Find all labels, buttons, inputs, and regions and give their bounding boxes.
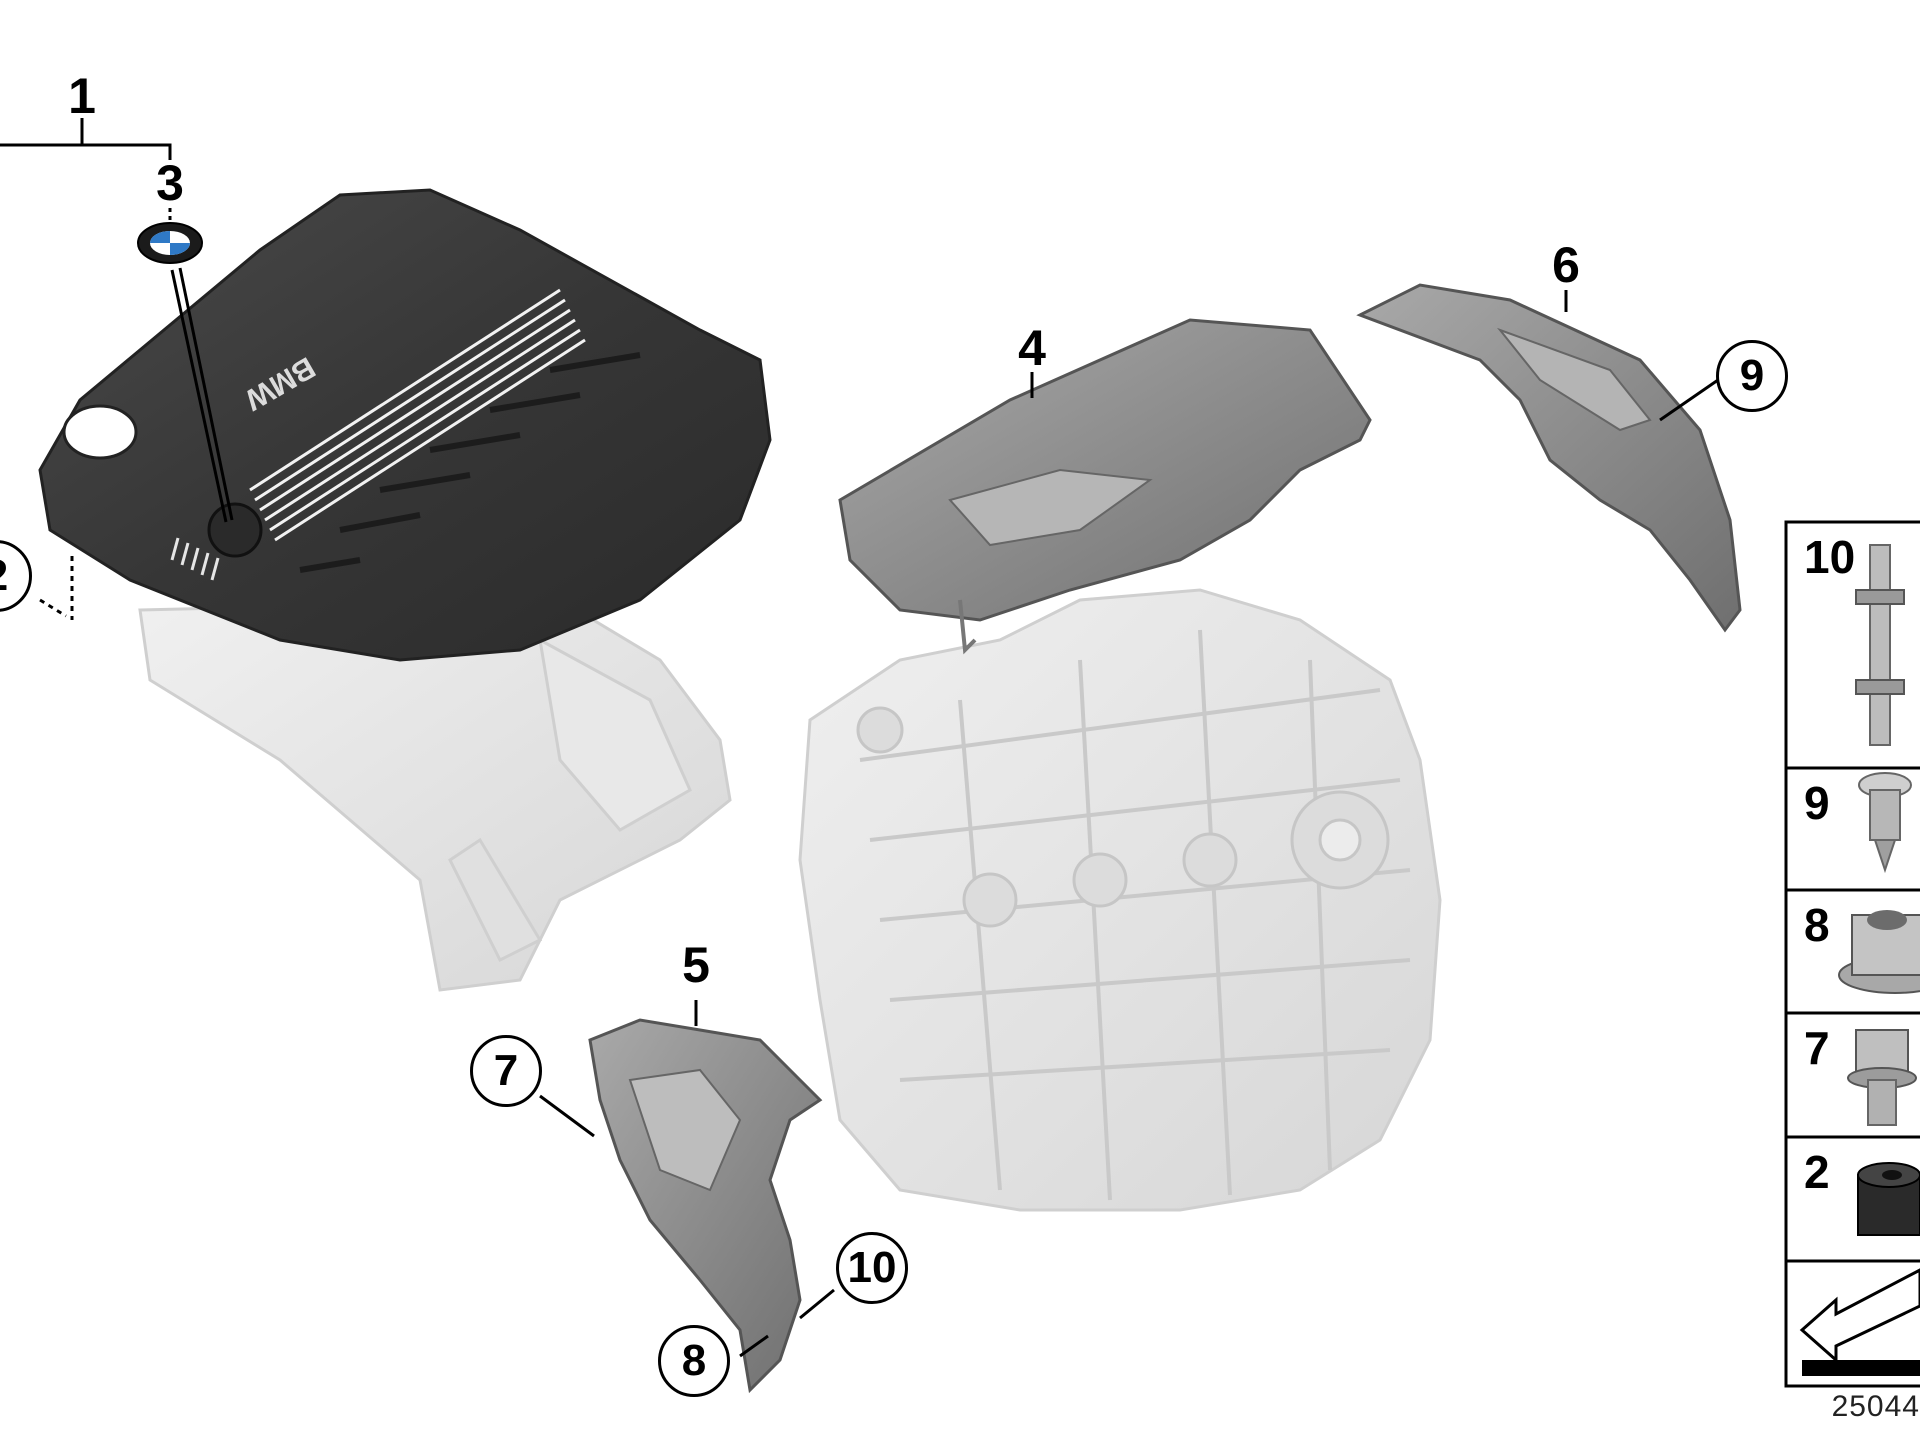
legend-item: 10 xyxy=(1786,522,1920,768)
legend-label: 2 xyxy=(1804,1146,1830,1198)
legend-item: 7 xyxy=(1786,1013,1920,1137)
legend-label: 7 xyxy=(1804,1022,1830,1074)
legend-item: 9 xyxy=(1786,768,1920,890)
callout-8-circled: 8 xyxy=(658,1325,730,1397)
callout-4: 4 xyxy=(1018,320,1046,376)
legend-plastic-clip-icon xyxy=(1858,772,1912,874)
intake-manifold-ghost xyxy=(138,598,732,992)
heat-shield-upper xyxy=(838,318,1372,655)
legend-item: 2 xyxy=(1786,1137,1920,1261)
callout-10-circled: 10 xyxy=(836,1232,908,1304)
callout-5: 5 xyxy=(682,937,710,993)
legend-item: 8 xyxy=(1786,890,1920,1013)
heat-shield-lower xyxy=(588,1018,823,1394)
legend-stud-bolt-icon xyxy=(1855,544,1905,746)
diagram-id: 25044 xyxy=(1831,1390,1920,1423)
leader-lines xyxy=(0,118,1719,1358)
callout-6: 6 xyxy=(1552,237,1580,293)
engine-block-ghost xyxy=(798,588,1442,1212)
legend-hex-bolt-icon xyxy=(1847,1029,1917,1126)
installation-direction-arrow-icon xyxy=(1799,1268,1920,1376)
legend-label: 8 xyxy=(1804,899,1830,951)
engine-cover: BMW xyxy=(38,188,772,662)
callout-3: 3 xyxy=(156,155,184,211)
legend-label: 10 xyxy=(1804,531,1856,583)
bmw-roundel-icon xyxy=(137,222,203,264)
legend-frame xyxy=(1784,520,1920,1388)
legend-label: 9 xyxy=(1804,777,1830,829)
callout-9-circled: 9 xyxy=(1716,340,1788,412)
callout-1: 1 xyxy=(68,68,96,124)
legend-flange-nut-icon xyxy=(1838,910,1920,994)
callout-7-circled: 7 xyxy=(470,1035,542,1107)
heat-shield-side xyxy=(1356,283,1742,633)
legend-rubber-grommet-icon xyxy=(1857,1162,1920,1236)
